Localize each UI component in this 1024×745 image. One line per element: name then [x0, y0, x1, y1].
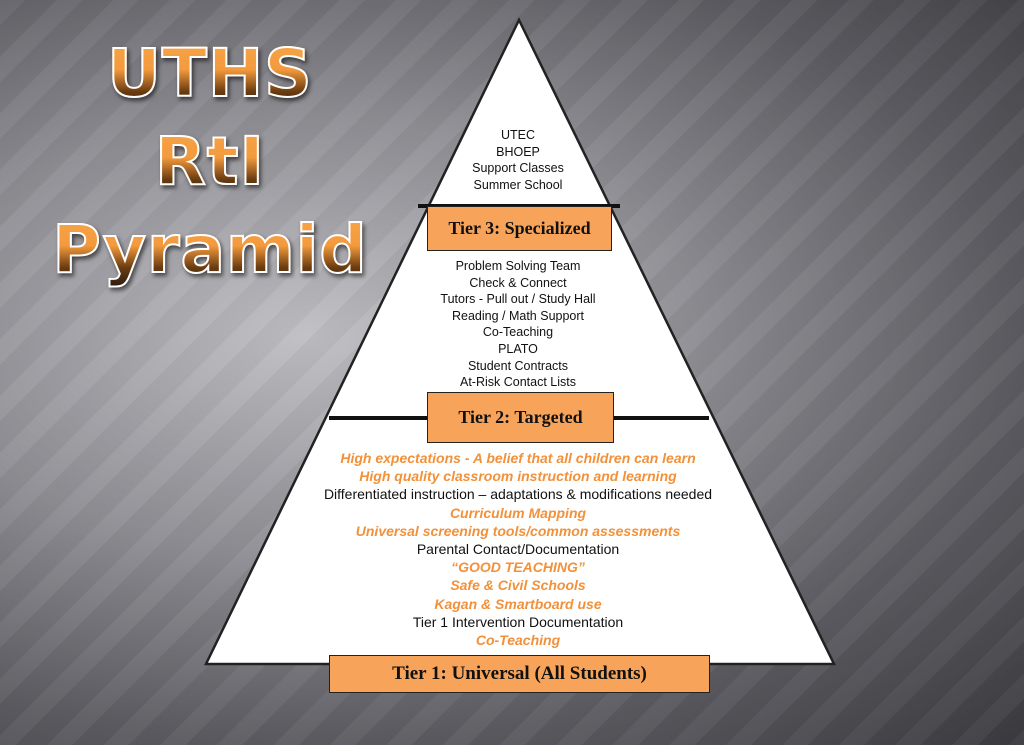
tier1-label: Tier 1: Universal (All Students) — [329, 655, 710, 693]
tier2-item: PLATO — [498, 341, 538, 356]
tier3-item: Summer School — [473, 177, 563, 192]
tier1-item: Differentiated instruction – adaptations… — [323, 486, 713, 503]
tier1-item: Parental Contact/Documentation — [416, 541, 620, 558]
tier2-item: Co-Teaching — [482, 325, 554, 340]
slide-title: UTHS RtI Pyramid — [40, 30, 380, 294]
tier2-item: At-Risk Contact Lists — [459, 375, 576, 390]
tier1-item: Kagan & Smartboard use — [434, 595, 602, 612]
tier2-label: Tier 2: Targeted — [427, 392, 614, 443]
tier1-item: Tier 1 Intervention Documentation — [412, 613, 624, 630]
title-line-rti: RtI — [40, 118, 380, 206]
tier3-label: Tier 3: Specialized — [427, 206, 612, 251]
tier2-item: Check & Connect — [469, 275, 567, 290]
tier2-item: Problem Solving Team — [455, 259, 581, 273]
tier1-item: High expectations - A belief that all ch… — [340, 450, 696, 466]
tier2-item: Tutors - Pull out / Study Hall — [440, 292, 596, 307]
tier1-item: Co-Teaching — [475, 632, 561, 649]
tier1-list: High expectations - A belief that all ch… — [268, 449, 768, 649]
title-line-uths: UTHS — [40, 30, 380, 118]
tier3-item: Support Classes — [472, 161, 564, 175]
tier1-item: “GOOD TEACHING” — [451, 559, 585, 576]
tier1-item: Safe & Civil Schools — [450, 577, 586, 594]
tier3-item: BHOEP — [496, 144, 540, 159]
title-line-pyramid: Pyramid — [40, 206, 380, 294]
tier1-item: Curriculum Mapping — [449, 504, 587, 521]
tier1-item: High quality classroom instruction and l… — [359, 468, 677, 485]
tier2-item: Reading / Math Support — [451, 308, 585, 323]
tier2-item: Student Contracts — [467, 358, 569, 373]
tier1-item: Universal screening tools/common assessm… — [355, 522, 681, 539]
tier3-item: UTEC — [500, 128, 536, 142]
